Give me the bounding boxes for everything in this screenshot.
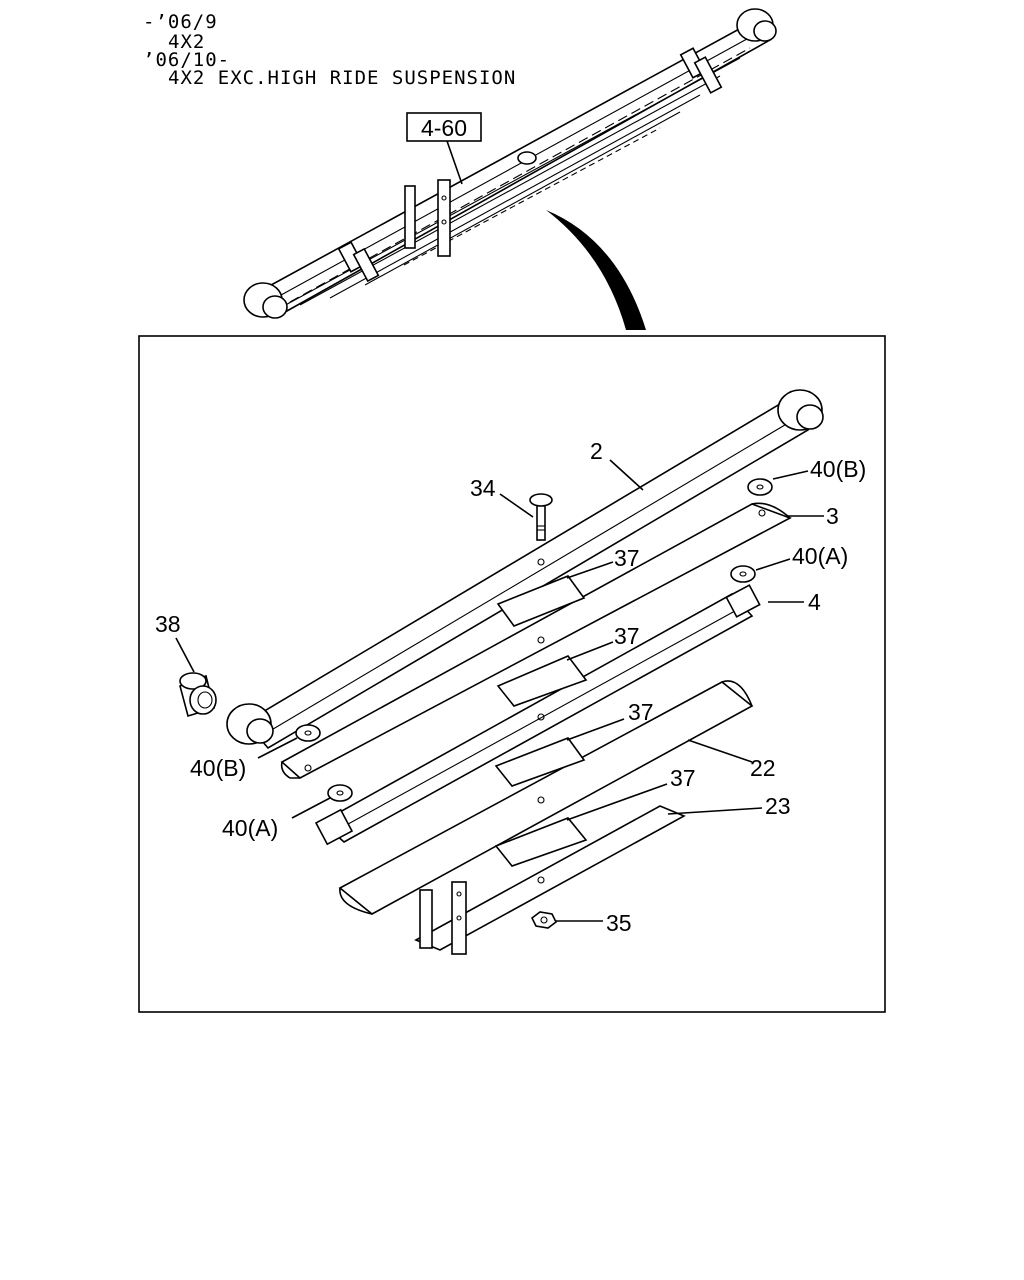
part-3-leaf	[280, 502, 792, 779]
header-line-4: 4X2 EXC.HIGH RIDE SUSPENSION	[168, 67, 516, 89]
callout-4[interactable]: 4	[808, 589, 821, 615]
zoom-arrow	[546, 210, 646, 330]
callout-34[interactable]: 34	[470, 475, 496, 501]
callout-40a-left[interactable]: 40(A)	[222, 815, 278, 841]
washer-40a-left	[327, 784, 353, 802]
leader-37d	[566, 783, 668, 821]
callout-2[interactable]: 2	[590, 438, 603, 464]
ref-box-leader	[446, 140, 463, 185]
ref-box-frame	[406, 112, 482, 142]
leader-38	[175, 637, 195, 673]
callout-37b[interactable]: 37	[614, 623, 640, 649]
header-line-1: -’06/9	[143, 11, 218, 33]
callout-37a[interactable]: 37	[614, 545, 640, 571]
callout-22[interactable]: 22	[750, 755, 776, 781]
leader-2	[609, 459, 644, 491]
leader-23	[667, 807, 763, 815]
liner-pad-4	[494, 817, 588, 867]
center-bolt-34	[529, 493, 553, 541]
leader-34	[499, 493, 534, 518]
callout-37c[interactable]: 37	[628, 699, 654, 725]
leader-37a	[566, 561, 614, 579]
callout-40b-top[interactable]: 40(B)	[810, 456, 866, 482]
leader-40a-top	[755, 558, 791, 571]
liner-pad-2	[496, 655, 588, 707]
callout-40b-left[interactable]: 40(B)	[190, 755, 246, 781]
liner-pad-3	[494, 737, 586, 787]
assembled-leaf-spring	[243, 8, 777, 319]
washer-40a-top	[730, 565, 756, 583]
callout-23[interactable]: 23	[765, 793, 791, 819]
leader-40b-left	[257, 737, 298, 759]
leader-40a-left	[291, 797, 331, 819]
header-line-3: ’06/10-	[143, 49, 230, 71]
bushing-38	[179, 672, 217, 718]
liner-pad-1	[496, 575, 586, 627]
washer-40b-left	[295, 724, 321, 742]
part-22-leaf	[338, 680, 754, 915]
header-line-2: 4X2	[168, 31, 205, 53]
detail-frame	[138, 335, 886, 1013]
part-4-leaf	[314, 584, 761, 846]
callout-35[interactable]: 35	[606, 910, 632, 936]
leader-22	[687, 739, 753, 763]
leader-40b-top	[772, 470, 809, 480]
callout-40a-top[interactable]: 40(A)	[792, 543, 848, 569]
part-23-leaf	[414, 805, 686, 955]
part-2-main-leaf	[226, 389, 824, 750]
callout-3[interactable]: 3	[826, 503, 839, 529]
ref-box-label[interactable]: 4-60	[421, 115, 467, 141]
callout-38[interactable]: 38	[155, 611, 181, 637]
callout-37d[interactable]: 37	[670, 765, 696, 791]
nut-35	[530, 911, 558, 929]
leader-37b	[566, 641, 614, 661]
washer-40b-top	[747, 478, 773, 496]
leader-37c	[566, 718, 625, 741]
